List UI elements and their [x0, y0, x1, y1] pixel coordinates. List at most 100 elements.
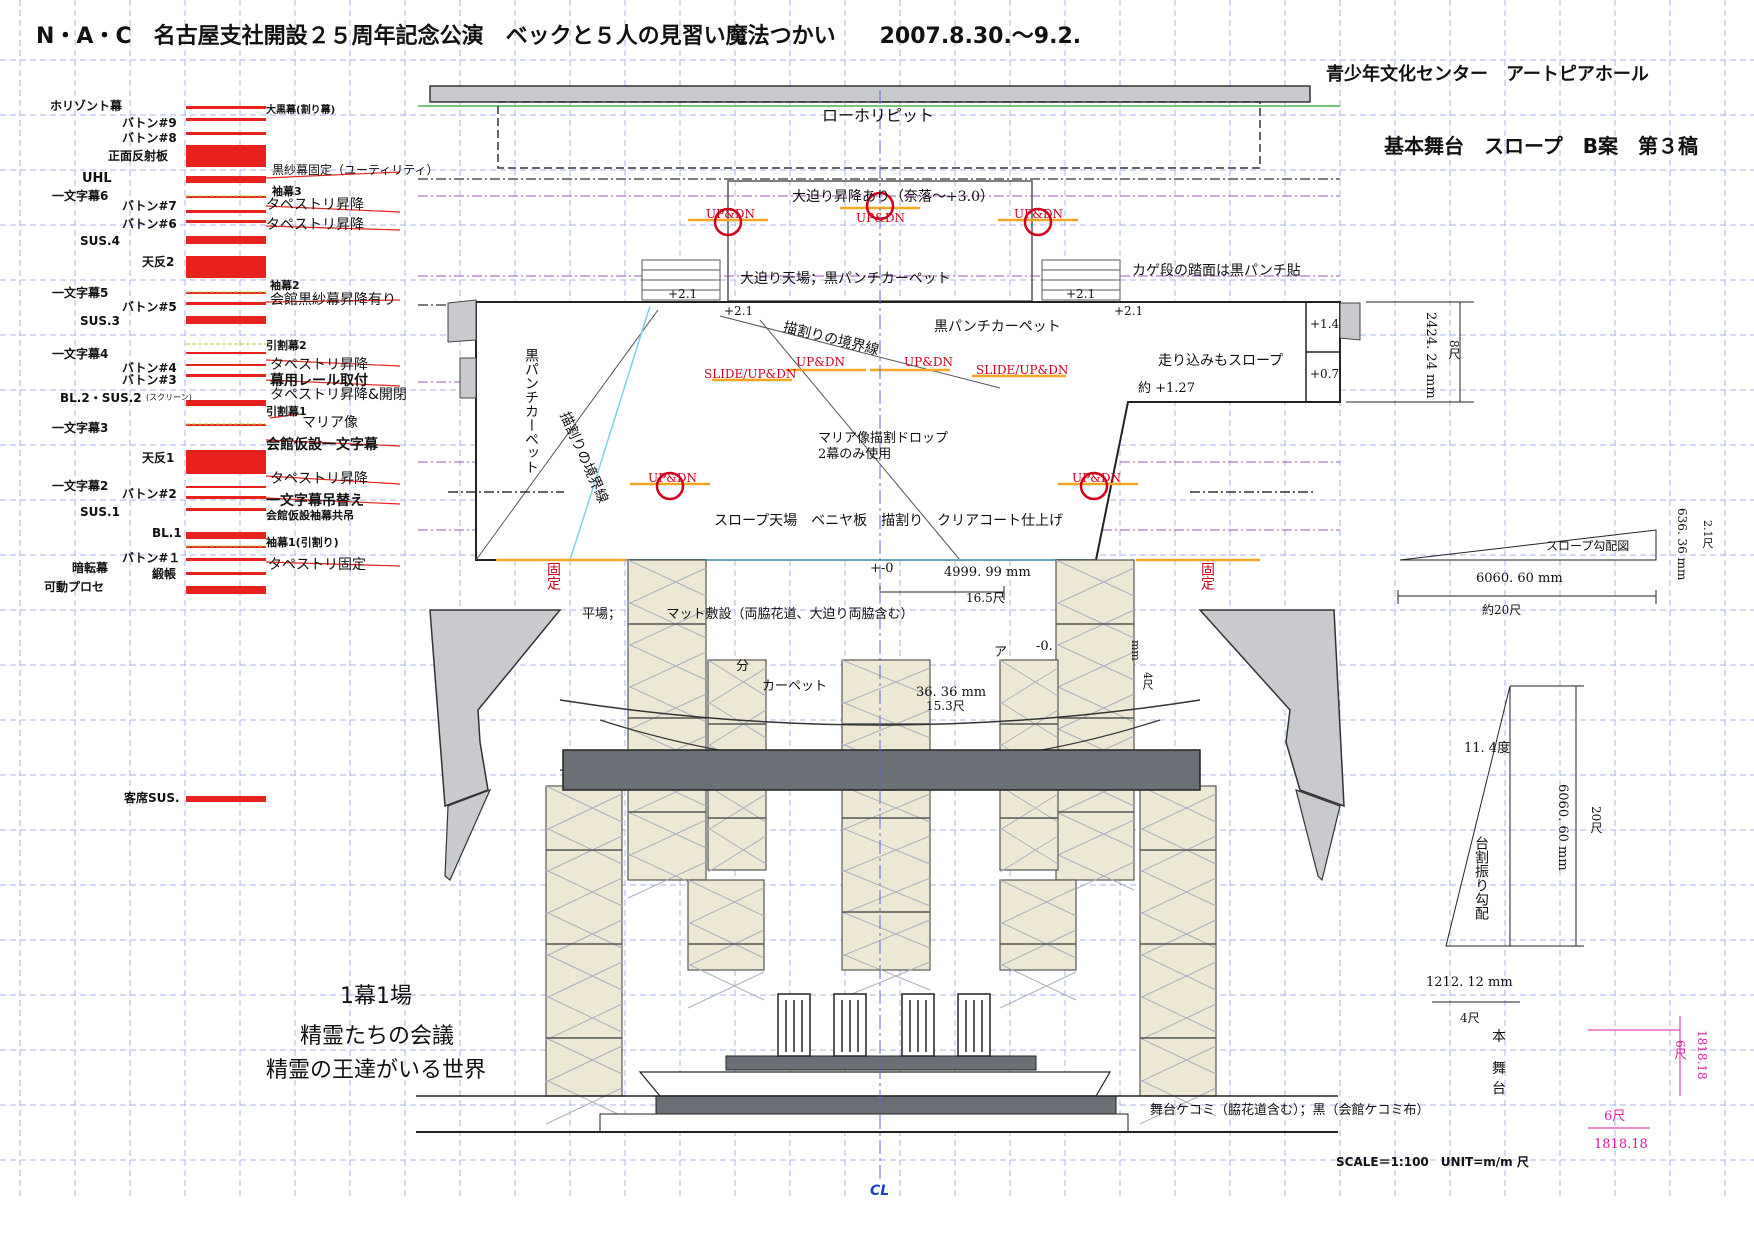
label-horizont: ホリゾント幕 [50, 99, 123, 113]
flat-panel [999, 879, 1077, 1009]
flat-hatch [999, 793, 1059, 831]
label-approx-127: 約 +1.27 [1138, 381, 1195, 396]
label-maria: マリア像 [302, 415, 358, 431]
flat-hatch [545, 827, 623, 865]
lowhorizon-pit [497, 101, 1261, 169]
label-anten: 暗転幕 [72, 561, 109, 575]
throne [901, 993, 935, 1057]
cyan-boundary [568, 305, 1096, 561]
front-apron-box [599, 1113, 1129, 1133]
label-dim-153: 15.3尺 [926, 699, 965, 713]
side-step-left2 [459, 357, 477, 399]
flat-hatch [1055, 685, 1135, 723]
throne [833, 993, 867, 1057]
label-sodemaku-3: 袖幕3 [272, 185, 302, 198]
label-angle: 11. 4度 [1464, 741, 1511, 756]
flat-hatch [545, 1045, 623, 1083]
label-maria-drop: マリア像描割ドロップ [818, 431, 949, 446]
flat-hatch [1139, 995, 1217, 1033]
venue-name: 青少年文化センター アートピアホール [1326, 64, 1649, 85]
flat-hatch [1139, 1003, 1217, 1041]
label-tapestry-up-3: タペストリ昇降 [270, 357, 368, 373]
flat-hatch [627, 861, 707, 899]
batten-slash [265, 439, 401, 447]
flat-hatch [1055, 853, 1135, 891]
label-h-8shaku: 8尺 [1447, 340, 1461, 360]
label-slide-updn-1: SLIDE/UP&DN [704, 367, 797, 381]
flat-hatch [999, 971, 1077, 1009]
label-mm-small: mm [1129, 640, 1142, 661]
label-batten-3: バトン#3 [122, 373, 177, 387]
batten-bar [186, 450, 266, 474]
label-black-punch-carpet: 黒パンチカーペット [934, 319, 1061, 335]
batten-bar [186, 316, 266, 324]
flat-hatch [545, 869, 623, 907]
flat-hatch [1139, 1087, 1217, 1125]
flat-body [545, 785, 623, 1097]
label-plus21-d: +2.1 [1114, 304, 1144, 318]
label-kurosha-fixed: 黒紗幕固定（ユーティリティ） [272, 163, 439, 177]
flat-hatch [627, 559, 707, 597]
flat-hatch [1139, 919, 1217, 957]
flat-hatch [841, 869, 931, 907]
batten-bar [186, 352, 266, 354]
side-step-left1 [447, 299, 477, 343]
flat-hatch [999, 929, 1077, 967]
label-plus21-b: +2.1 [724, 304, 754, 318]
flat-hatch [545, 995, 623, 1033]
flat-hatch [841, 827, 931, 865]
label-tapestry-up-4: タペストリ昇降 [270, 471, 368, 487]
label-v-6060: 6060. 60 mm [1555, 784, 1570, 871]
label-w-20: 約20尺 [1482, 603, 1522, 617]
batten-bar [186, 364, 266, 366]
upstage-wall [429, 85, 1311, 103]
label-updn-3: UP&DN [1014, 207, 1063, 221]
flat-body [1055, 559, 1135, 881]
lower-ledge [655, 1095, 1117, 1115]
label-h-636: 636. 36 mm [1675, 508, 1689, 581]
flat-panel [687, 879, 765, 1009]
flat-hatch [1139, 911, 1217, 949]
flat-hatch [1139, 1037, 1217, 1075]
flat-hatch [841, 919, 931, 957]
flat-hatch [1139, 869, 1217, 907]
flat-hatch [707, 667, 767, 705]
batten-bar [186, 302, 266, 305]
label-sus-4: SUS.4 [80, 234, 120, 248]
flat-panel [1139, 785, 1217, 1125]
plan-title: 基本舞台 スロープ B案 第３稿 [1384, 134, 1699, 158]
flat-panel [841, 659, 931, 999]
label-part-ken: 分 [736, 659, 750, 674]
flat-hatch [687, 963, 765, 1001]
label-black-punch-vertical: 黒パンチカーペット [523, 348, 539, 474]
flat-hatch [999, 709, 1059, 747]
flat-hatch [545, 1087, 623, 1125]
label-zero: +-0 [870, 561, 894, 576]
flat-hatch [687, 879, 765, 917]
batten-slash [265, 171, 401, 179]
dimension-lines [879, 301, 1681, 1129]
label-fixed-left: 固定 [545, 562, 561, 590]
label-sus-1: SUS.1 [80, 505, 120, 519]
flat-hatch [707, 793, 767, 831]
label-a-mark: ア [994, 645, 1008, 660]
label-tapestry-up-2: タペストリ昇降 [266, 217, 364, 233]
batten-bar [186, 546, 266, 548]
boundary-line-a [475, 309, 659, 561]
flat-hatch [841, 877, 931, 915]
flat-hatch [999, 659, 1059, 697]
batten-bar [186, 496, 266, 499]
flat-hatch [999, 879, 1077, 917]
flat-hatch [545, 835, 623, 873]
label-updn-6: UP&DN [648, 471, 697, 485]
label-tenhan-2: 天反2 [142, 255, 175, 269]
label-slide-updn-2: SLIDE/UP&DN [976, 363, 1069, 377]
label-hikiwari-2: 引割幕2 [266, 339, 307, 352]
label-screen: (スクリーン) [146, 393, 192, 402]
batten-bar [186, 508, 266, 511]
flat-hatch [841, 961, 931, 999]
label-tapestry-up-1: タペストリ昇降 [266, 197, 364, 213]
label-front-reflector: 正面反射板 [108, 149, 169, 163]
label-dim-4999: 4999. 99 mm [944, 565, 1031, 580]
